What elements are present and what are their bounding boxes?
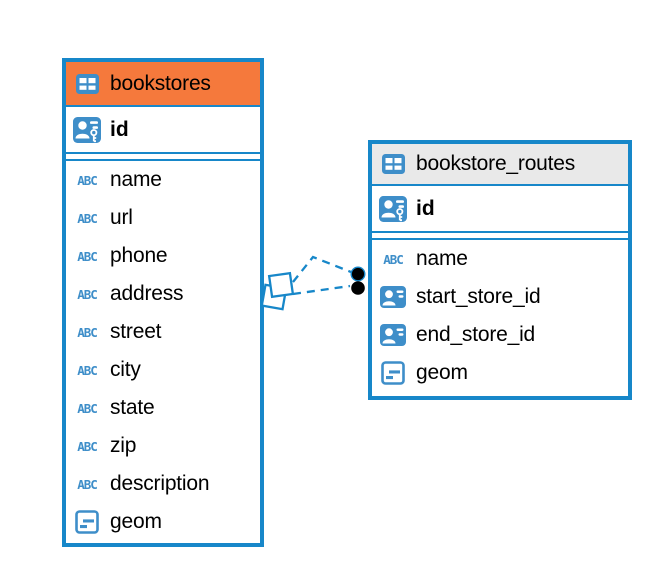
primary-key-name: id — [416, 196, 435, 220]
column-name: end_store_id — [416, 323, 536, 346]
section-divider — [66, 154, 260, 159]
table-header-bookstores[interactable]: bookstores — [66, 62, 260, 107]
stacked-squares-marker — [260, 271, 295, 311]
column-row-geom[interactable]: geom — [66, 503, 260, 541]
text-type-icon: ABC — [77, 324, 98, 340]
relationship-bookstores-to-routes[interactable] — [260, 255, 366, 311]
geometry-type-icon — [72, 510, 102, 534]
stacked-dots-marker — [350, 266, 366, 295]
column-name: geom — [110, 510, 162, 533]
text-type-icon: ABC — [77, 210, 98, 226]
text-type-icon: ABC — [77, 286, 98, 302]
column-row-city[interactable]: ABC city — [66, 351, 260, 389]
relationship-line-lower[interactable] — [292, 284, 351, 296]
person-key-icon — [378, 195, 408, 222]
column-name: address — [110, 282, 184, 305]
column-row-address[interactable]: ABC address — [66, 275, 260, 313]
primary-key-name: id — [110, 117, 129, 141]
text-type-icon: ABC — [77, 362, 98, 378]
column-row-state[interactable]: ABC state — [66, 389, 260, 427]
text-type-icon: ABC — [77, 400, 98, 416]
column-name: city — [110, 358, 141, 381]
column-row-zip[interactable]: ABC zip — [66, 427, 260, 465]
text-type-icon: ABC — [77, 248, 98, 264]
text-type-icon: ABC — [77, 172, 98, 188]
column-name: description — [110, 472, 210, 495]
column-row-description[interactable]: ABC description — [66, 465, 260, 503]
table-icon — [72, 73, 102, 94]
column-name: geom — [416, 361, 468, 384]
table-icon — [378, 154, 408, 174]
reference-type-icon — [378, 324, 408, 346]
column-name: url — [110, 206, 133, 229]
column-row-name[interactable]: ABC name — [372, 240, 628, 278]
table-header-bookstore-routes[interactable]: bookstore_routes — [372, 144, 628, 186]
primary-key-row[interactable]: id — [372, 186, 628, 233]
text-type-icon: ABC — [77, 476, 98, 492]
column-name: name — [110, 168, 162, 191]
column-row-geom[interactable]: geom — [372, 354, 628, 392]
relationship-line-upper[interactable] — [292, 255, 352, 283]
column-row-name[interactable]: ABC name — [66, 161, 260, 199]
column-name: state — [110, 396, 155, 419]
text-type-icon: ABC — [383, 251, 404, 267]
table-name: bookstores — [110, 71, 211, 95]
column-name: street — [110, 320, 162, 343]
column-name: name — [416, 247, 468, 270]
primary-key-row[interactable]: id — [66, 107, 260, 154]
column-name: phone — [110, 244, 168, 267]
column-row-street[interactable]: ABC street — [66, 313, 260, 351]
column-name: zip — [110, 434, 137, 457]
section-divider — [372, 233, 628, 238]
reference-type-icon — [378, 286, 408, 308]
text-type-icon: ABC — [77, 438, 98, 454]
column-name: start_store_id — [416, 285, 541, 308]
column-row-phone[interactable]: ABC phone — [66, 237, 260, 275]
geometry-type-icon — [378, 361, 408, 385]
column-row-start_store_id[interactable]: start_store_id — [372, 278, 628, 316]
table-name: bookstore_routes — [416, 152, 576, 175]
column-row-url[interactable]: ABC url — [66, 199, 260, 237]
column-row-end_store_id[interactable]: end_store_id — [372, 316, 628, 354]
person-key-icon — [72, 116, 102, 143]
